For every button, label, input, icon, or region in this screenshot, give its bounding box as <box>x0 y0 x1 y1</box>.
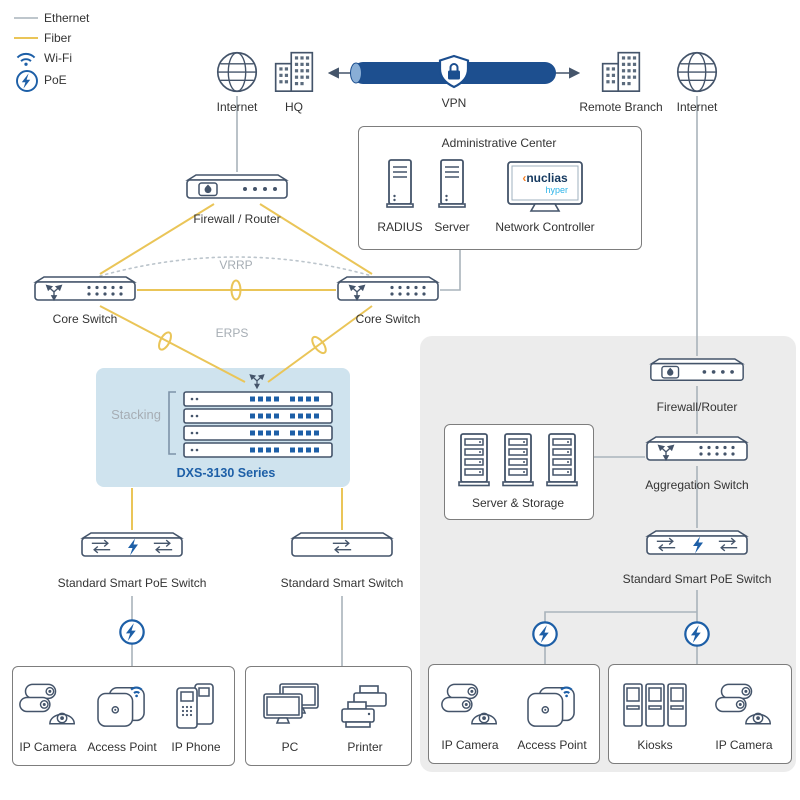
printer-icon <box>340 684 394 732</box>
nuclias-logo-angle: ‹ <box>522 171 527 185</box>
server-rack-icon <box>545 432 579 488</box>
nuclias-logo-brand: nuclias <box>526 171 568 185</box>
network-controller-label: Network Controller <box>495 220 595 234</box>
dxs-series-label: DXS-3130 Series <box>176 466 276 480</box>
branch-poe-switch-icon <box>645 528 749 560</box>
vrrp-arc <box>99 256 373 277</box>
server-label: Server <box>434 220 470 234</box>
ip-phone-icon <box>173 680 219 730</box>
radius-server-icon <box>384 158 416 210</box>
aggregation-switch-label: Aggregation Switch <box>645 478 749 492</box>
remote-branch-building-icon <box>599 48 643 94</box>
hq-building-icon <box>272 48 316 94</box>
pc-icon <box>262 682 320 732</box>
vpn-tunnel-icon <box>327 54 581 89</box>
smart-switch-icon <box>290 530 394 562</box>
server-rack-icon <box>457 432 491 488</box>
branch-ip-camera-label: IP Camera <box>441 738 499 752</box>
poe-switch-label: Standard Smart PoE Switch <box>57 576 207 590</box>
vrrp-label: VRRP <box>219 258 253 272</box>
stacking-bracket <box>168 391 176 455</box>
poe-icon <box>15 69 39 93</box>
stacking-label: Stacking <box>111 407 161 422</box>
ip-camera-icon <box>440 678 500 730</box>
poe-icon <box>683 620 711 648</box>
legend-poe-label: PoE <box>44 73 67 87</box>
dxs-stacked-switches-icon <box>178 372 338 464</box>
access-point-icon <box>524 682 580 730</box>
branch-access-point-label: Access Point <box>517 738 587 752</box>
aggregation-switch-icon <box>645 434 749 466</box>
legend-fiber-label: Fiber <box>44 31 72 45</box>
server-icon <box>436 158 468 210</box>
poe-icon <box>118 618 146 646</box>
remote-branch-label: Remote Branch <box>579 100 663 114</box>
nuclias-logo-sub: hyper <box>545 185 568 195</box>
server-storage-label: Server & Storage <box>471 496 565 510</box>
server-rack-icon <box>501 432 535 488</box>
core-switch-left-icon <box>33 274 137 306</box>
internet-left-label: Internet <box>216 100 258 114</box>
internet-globe-icon <box>675 50 719 94</box>
legend-ethernet-label: Ethernet <box>44 11 90 25</box>
wifi-icon <box>14 49 38 67</box>
poe-switch-icon <box>80 530 184 562</box>
pc-label: PC <box>281 740 299 754</box>
erps-label: ERPS <box>215 326 249 340</box>
core-switch-right-icon <box>336 274 440 306</box>
poe-icon <box>531 620 559 648</box>
branch-ip-camera2-label: IP Camera <box>715 738 773 752</box>
core-switch-right-label: Core Switch <box>355 312 421 326</box>
ip-camera-icon <box>18 678 78 730</box>
hq-label: HQ <box>285 100 303 114</box>
firewall-router-label: Firewall / Router <box>193 212 281 226</box>
access-point-label: Access Point <box>87 740 157 754</box>
printer-label: Printer <box>347 740 383 754</box>
ip-phone-label: IP Phone <box>171 740 221 754</box>
smart-switch-label: Standard Smart Switch <box>280 576 404 590</box>
core-switch-left-label: Core Switch <box>52 312 118 326</box>
kiosk-icon <box>622 680 688 732</box>
nuclias-logo: ‹nuclias hyper <box>512 172 578 196</box>
firewall-router-icon <box>185 172 289 204</box>
internet-globe-icon <box>215 50 259 94</box>
kiosks-label: Kiosks <box>637 738 673 752</box>
legend-wifi-label: Wi-Fi <box>44 51 72 65</box>
ip-camera-label: IP Camera <box>19 740 77 754</box>
branch-poe-switch-label: Standard Smart PoE Switch <box>622 572 772 586</box>
admin-center-title: Administrative Center <box>441 136 557 150</box>
ip-camera-icon <box>714 678 774 730</box>
branch-firewall-router-label: Firewall/Router <box>656 400 738 414</box>
vpn-label: VPN <box>441 96 467 110</box>
internet-right-label: Internet <box>676 100 718 114</box>
access-point-icon <box>94 682 150 730</box>
branch-firewall-router-icon <box>649 356 745 386</box>
radius-label: RADIUS <box>377 220 423 234</box>
